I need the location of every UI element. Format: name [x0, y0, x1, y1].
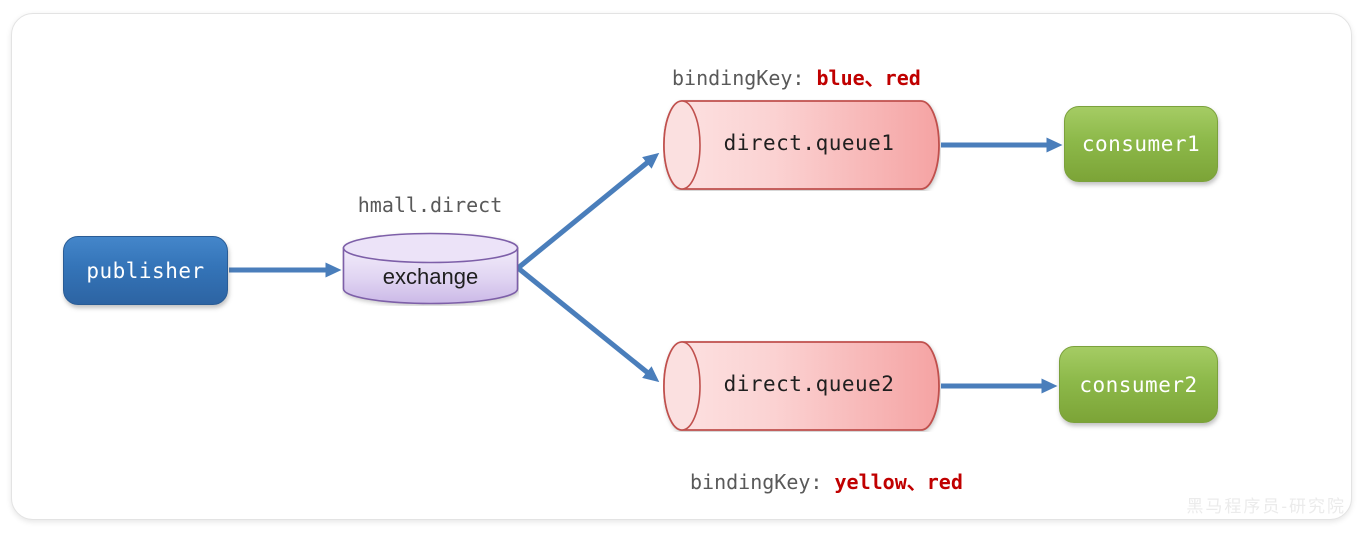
- queue1-node: direct.queue1: [663, 99, 941, 191]
- queue2-node: direct.queue2: [663, 340, 941, 432]
- binding-key-bottom-prefix: bindingKey:: [690, 470, 835, 494]
- exchange-cylinder-icon: [342, 232, 519, 305]
- queue2-cylinder-icon: [663, 341, 940, 431]
- exchange-name-label: hmall.direct: [357, 193, 503, 217]
- exchange-label: exchange: [382, 264, 479, 289]
- publisher-node: publisher: [63, 236, 228, 305]
- queue1-cylinder-icon: [663, 100, 940, 190]
- consumer2-node: consumer2: [1059, 346, 1218, 423]
- consumer1-node: consumer1: [1064, 106, 1218, 182]
- consumer2-label: consumer2: [1079, 372, 1198, 397]
- binding-key-bottom-label: bindingKey: yellow、red: [690, 466, 963, 495]
- consumer1-label: consumer1: [1081, 132, 1201, 156]
- queue2-label: direct.queue2: [723, 372, 895, 396]
- binding-key-top-values: blue、red: [816, 66, 921, 90]
- watermark: 黑马程序员-研究院: [1186, 497, 1346, 516]
- exchange-node: exchange: [342, 232, 519, 306]
- diagram-card: [11, 13, 1352, 520]
- publisher-label: publisher: [86, 258, 205, 283]
- binding-key-top-label: bindingKey: blue、red: [672, 62, 921, 91]
- binding-key-top-prefix: bindingKey:: [672, 66, 817, 90]
- queue1-label: direct.queue1: [723, 131, 895, 155]
- binding-key-bottom-values: yellow、red: [834, 470, 963, 494]
